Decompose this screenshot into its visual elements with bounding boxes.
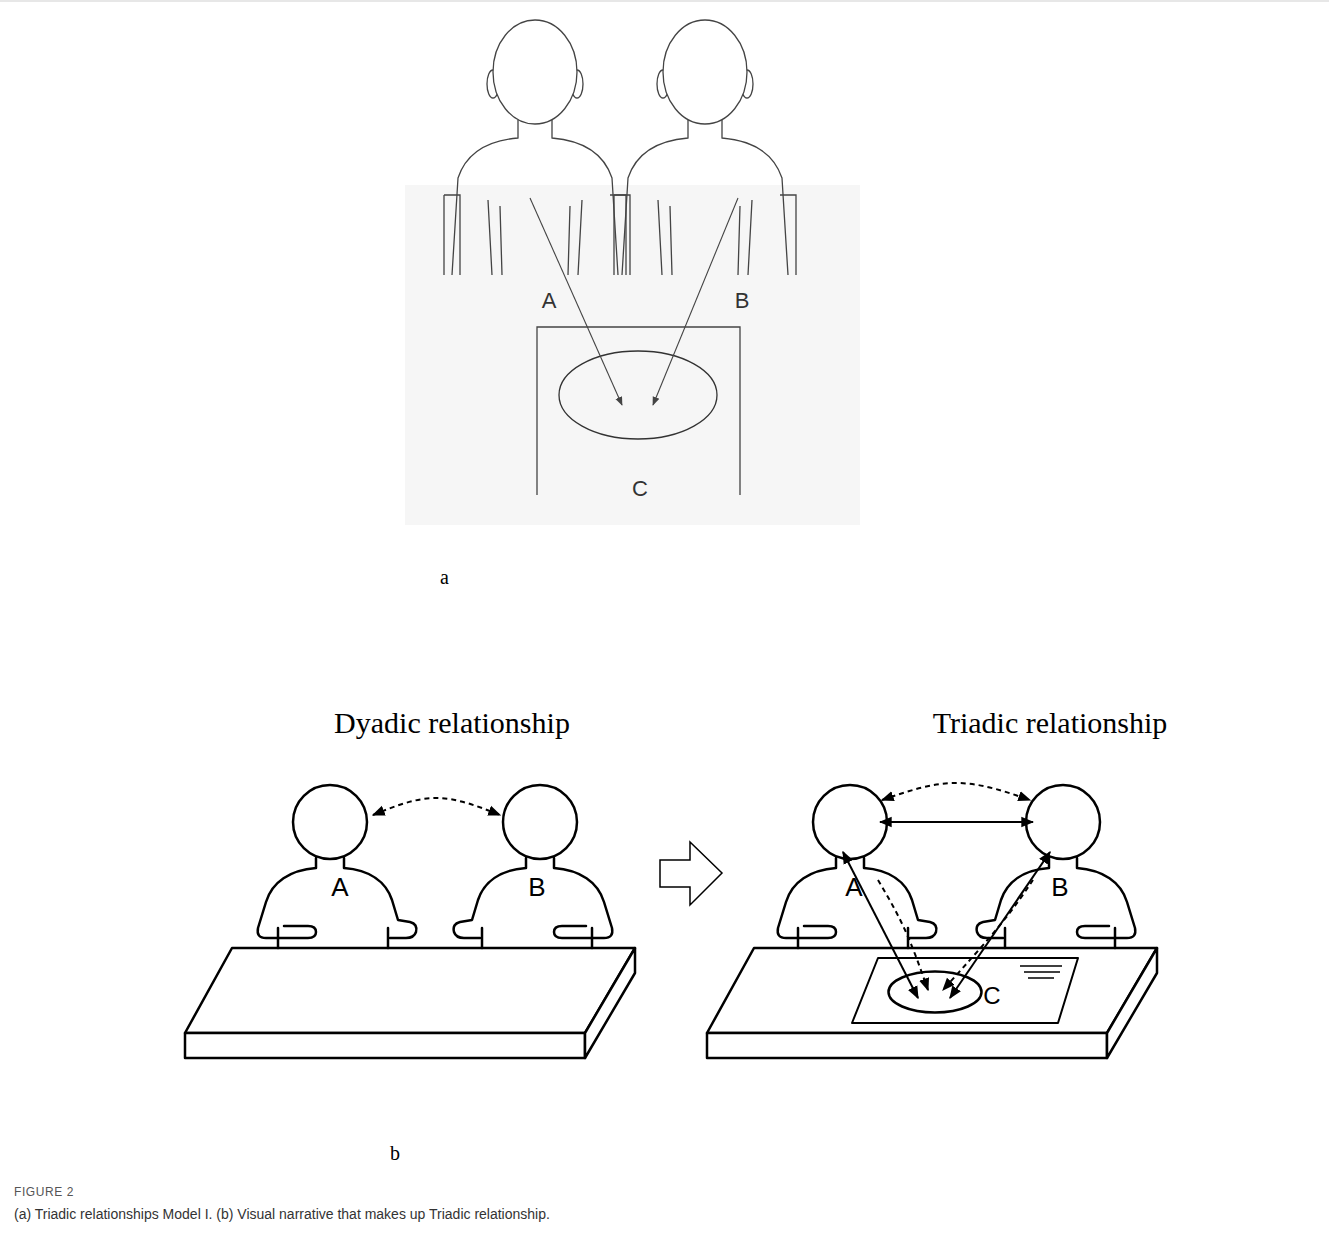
figure-number: FIGURE 2	[14, 1186, 314, 1200]
arm-line	[488, 200, 502, 275]
table-top	[185, 948, 635, 1033]
arm-line	[568, 200, 582, 275]
node-outline	[887, 970, 983, 1014]
arm-line	[658, 200, 672, 275]
table-front	[185, 1033, 585, 1058]
arm-outline	[344, 858, 416, 938]
node-letter: B	[1048, 874, 1072, 900]
dashed-arrow	[373, 798, 500, 815]
shared-object: C	[558, 350, 718, 440]
torso-outline	[622, 120, 688, 275]
node-letter: B	[730, 290, 754, 312]
node-letter: C	[628, 478, 652, 500]
table-outline	[537, 327, 740, 495]
node-outline	[610, 10, 800, 275]
dashed-arrow	[882, 783, 1030, 800]
panel-heading: Dyadic relationship	[252, 706, 652, 741]
arm-outline	[977, 858, 1049, 938]
node-letter: A	[328, 874, 352, 900]
person-back-view: B	[610, 10, 800, 275]
table-side	[585, 948, 635, 1058]
arm-outline	[554, 858, 612, 938]
head-outline	[663, 20, 747, 124]
node-letter: B	[525, 874, 549, 900]
solid-arrow	[950, 852, 1050, 998]
person-back-view: A	[440, 10, 630, 275]
torso-outline	[552, 120, 618, 275]
torso-outline	[452, 120, 518, 275]
figure-drawing	[454, 785, 613, 948]
arm-outline	[864, 858, 936, 938]
head-outline	[493, 20, 577, 124]
torso-side	[797, 928, 800, 948]
transition-arrow	[660, 842, 722, 905]
arm-outline	[454, 858, 526, 938]
torso-outline	[722, 120, 788, 275]
torso-side	[1114, 928, 1117, 948]
ellipse-outline	[889, 972, 982, 1013]
torso-side	[907, 928, 910, 948]
figure-drawing	[614, 20, 796, 275]
dashed-arrow	[878, 880, 928, 990]
node-outline	[250, 782, 420, 948]
node-outline	[450, 782, 620, 948]
head-outline	[1026, 785, 1100, 859]
node-outline	[973, 782, 1143, 948]
node-letter: A	[842, 874, 866, 900]
table-side	[1107, 948, 1157, 1058]
arm-line	[738, 200, 752, 275]
node-outline	[558, 350, 718, 440]
person-figure: B	[450, 782, 620, 948]
head-outline	[503, 785, 577, 859]
table-front	[707, 1033, 1107, 1058]
dashed-arrow	[943, 880, 1033, 990]
paper-sheet	[852, 958, 1078, 1023]
arm-outline	[778, 858, 836, 938]
chair-frame	[614, 195, 630, 275]
torso-side	[591, 928, 594, 948]
torso-side	[481, 928, 484, 948]
head-outline	[813, 785, 887, 859]
node-letter: C	[980, 984, 1004, 1008]
solid-arrow	[530, 198, 622, 405]
node-letter: A	[537, 290, 561, 312]
head-outline	[293, 785, 367, 859]
figure-drawing	[778, 785, 937, 948]
torso-side	[387, 928, 390, 948]
node-outline	[440, 10, 630, 275]
ellipse-outline	[559, 351, 717, 439]
figure-caption: (a) Triadic relationships Model I. (b) V…	[14, 1206, 1314, 1222]
solid-arrow	[653, 198, 738, 405]
node-outline	[770, 782, 940, 948]
person-figure: A	[250, 782, 420, 948]
person-figure: B	[973, 782, 1143, 948]
solid-arrow	[880, 821, 1033, 823]
table-top	[707, 948, 1157, 1033]
shared-object: C	[887, 970, 983, 1014]
figure-drawing	[977, 785, 1136, 948]
figure-drawing	[444, 20, 626, 275]
scan-background	[405, 185, 860, 525]
panel-letter: b	[390, 1142, 420, 1165]
figure-drawing	[258, 785, 417, 948]
arm-outline	[258, 858, 316, 938]
solid-arrow	[843, 852, 918, 998]
panel-letter: a	[440, 566, 470, 589]
chair-frame	[610, 195, 626, 275]
chair-frame	[780, 195, 796, 275]
top-rule	[0, 1, 1329, 2]
person-figure: A	[770, 782, 940, 948]
arm-outline	[1077, 858, 1135, 938]
torso-side	[277, 928, 280, 948]
panel-heading: Triadic relationship	[850, 706, 1250, 741]
chair-frame	[444, 195, 460, 275]
paper-lines	[1020, 966, 1062, 978]
torso-side	[1004, 928, 1007, 948]
